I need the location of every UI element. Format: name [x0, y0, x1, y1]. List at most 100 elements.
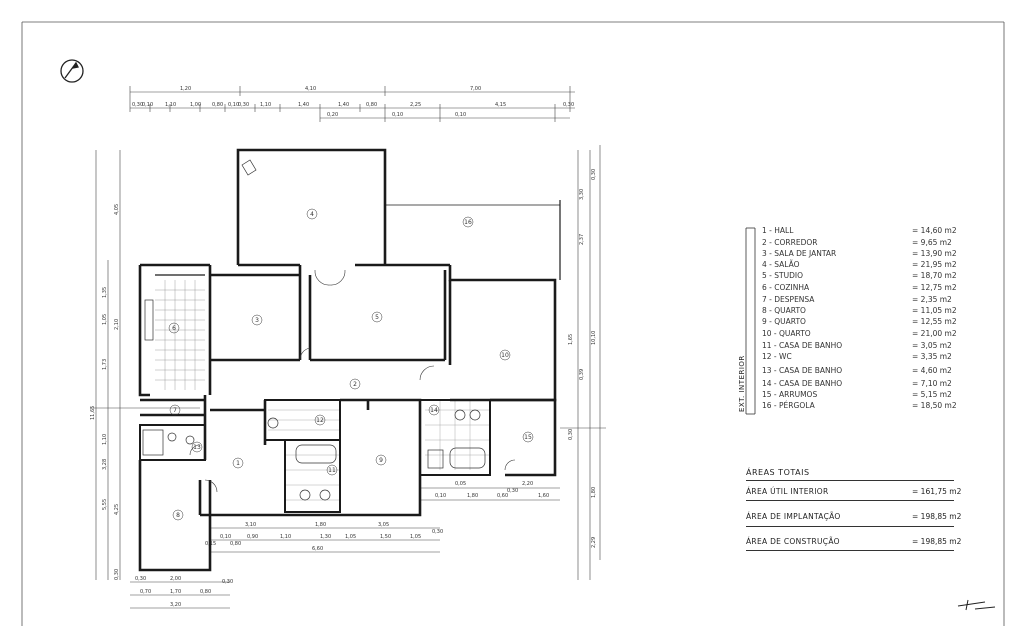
dim-label: 0,80	[366, 102, 377, 108]
top-dimension-labels: 1,20 4,10 7,00 0,30 0,10 1,10 1,00 0,80 …	[132, 86, 574, 118]
legend-row: 6 - COZINHA	[762, 283, 810, 292]
fixtures	[142, 159, 486, 501]
room-name: PÉRGOLA	[779, 401, 815, 410]
dim-label: 0,30	[238, 102, 249, 108]
divider	[746, 480, 954, 481]
room-area: = 21,95 m2	[912, 260, 957, 269]
room-marker-15: 15	[524, 434, 532, 441]
dim-label: 4,05	[114, 204, 120, 215]
room-num: 1	[762, 226, 767, 235]
room-name: CASA DE BANHO	[779, 379, 843, 388]
dim-label: 2,37	[579, 234, 585, 245]
room-name: SALÃO	[774, 260, 800, 269]
legend-row: 11 - CASA DE BANHO	[762, 341, 843, 350]
room-area: = 18,50 m2	[912, 401, 957, 410]
room-num: 5	[762, 271, 767, 280]
room-marker-8: 8	[176, 512, 180, 519]
legend-row: 3 - SALA DE JANTAR	[762, 249, 837, 258]
dim-label: 0,30	[563, 102, 574, 108]
dim-label: 1,50	[380, 534, 391, 540]
room-marker-14: 14	[430, 407, 438, 414]
dim-label: 3,05	[378, 522, 389, 528]
dim-label: 1,73	[102, 359, 108, 370]
divider	[746, 526, 954, 527]
room-marker-5: 5	[375, 314, 379, 321]
sheet-border	[21, 21, 1005, 626]
dim-label: 3,30	[579, 189, 585, 200]
room-marker-12: 12	[316, 417, 324, 424]
dim-label: 0,70	[140, 589, 151, 595]
left-dimensions	[90, 150, 200, 580]
dim-label: 1,80	[467, 493, 478, 499]
room-area: = 2,35 m2	[912, 295, 952, 304]
room-marker-1: 1	[236, 460, 240, 467]
room-num: 8	[762, 306, 767, 315]
room-num: 16	[762, 401, 772, 410]
room-name: QUARTO	[774, 317, 806, 326]
legend-side-label: EXT. INTERIOR	[738, 355, 746, 412]
dim-label: 7,00	[470, 86, 481, 92]
total-value: = 198,85 m2	[912, 537, 962, 546]
legend-row: 15 - ARRUMOS	[762, 390, 818, 399]
dim-label: 0,30	[591, 169, 597, 180]
room-name: CORREDOR	[774, 238, 818, 247]
legend-row: 7 - DESPENSA	[762, 295, 815, 304]
dim-label: 1,05	[410, 534, 421, 540]
room-num: 10	[762, 329, 772, 338]
room-marker-3: 3	[255, 317, 259, 324]
room-name: ARRUMOS	[779, 390, 818, 399]
dim-label: 0,80	[200, 589, 211, 595]
dim-label: 0,30	[114, 569, 120, 580]
room-name: SALA DE JANTAR	[774, 249, 837, 258]
room-name: STUDIO	[774, 271, 803, 280]
dim-label: 0,30	[132, 102, 143, 108]
divider	[746, 500, 954, 501]
room-num: 6	[762, 283, 767, 292]
legend-row: 1 - HALL	[762, 226, 794, 235]
legend-row: 13 - CASA DE BANHO	[762, 366, 843, 375]
north-arrow-icon	[60, 59, 84, 83]
room-area: = 7,10 m2	[912, 379, 952, 388]
room-area: = 3,35 m2	[912, 352, 952, 361]
dim-label: 1,80	[315, 522, 326, 528]
room-marker-7: 7	[173, 407, 177, 414]
kitchen-floor-tiles	[155, 280, 205, 390]
room-name: CASA DE BANHO	[779, 366, 843, 375]
dim-label: 1,00	[190, 102, 201, 108]
room-area: = 12,55 m2	[912, 317, 957, 326]
dim-label: 1,35	[102, 287, 108, 298]
dim-label: 2,10	[114, 319, 120, 330]
door-swings	[189, 269, 516, 493]
legend-frame	[745, 227, 756, 415]
dim-label: 0,80	[212, 102, 223, 108]
dim-label: 0,20	[327, 112, 338, 118]
room-name: HALL	[774, 226, 794, 235]
dim-label: 11,65	[90, 406, 96, 420]
dim-label: 5,55	[102, 499, 108, 510]
room-area: = 4,60 m2	[912, 366, 952, 375]
totals-title: ÁREAS TOTAIS	[746, 468, 810, 477]
dim-label: 2,20	[522, 481, 533, 487]
legend-row: 9 - QUARTO	[762, 317, 806, 326]
dim-label: 4,15	[495, 102, 506, 108]
top-dimensions	[129, 86, 575, 122]
dim-label: 0,39	[579, 369, 585, 380]
room-num: 3	[762, 249, 767, 258]
room-area: = 21,00 m2	[912, 329, 957, 338]
dim-label: 2,29	[591, 537, 597, 548]
room-marker-11: 11	[328, 467, 336, 474]
legend-row: 5 - STUDIO	[762, 271, 803, 280]
walls	[138, 148, 561, 572]
dim-label: 1,70	[170, 589, 181, 595]
bottom-dimensions	[130, 487, 560, 609]
room-area: = 13,90 m2	[912, 249, 957, 258]
bottom-dimension-labels: 3,10 1,80 3,05 0,30 1,10 1,30 1,05 1,50 …	[135, 481, 549, 608]
room-area: = 12,75 m2	[912, 283, 957, 292]
room-num: 4	[762, 260, 767, 269]
room-markers: 4 3 5 6 10 2 16 7 13 1 9 8 12 11 14 15	[168, 208, 534, 521]
dim-label: 4,25	[114, 504, 120, 515]
total-label: ÁREA DE IMPLANTAÇÃO	[746, 512, 841, 521]
dim-label: 1,40	[298, 102, 309, 108]
room-num: 7	[762, 295, 767, 304]
